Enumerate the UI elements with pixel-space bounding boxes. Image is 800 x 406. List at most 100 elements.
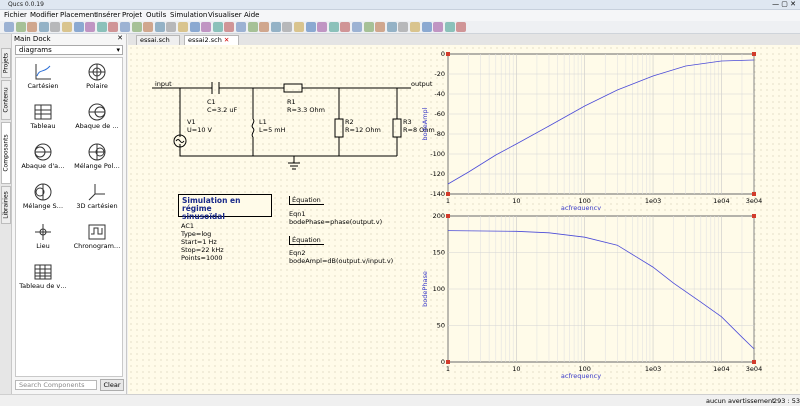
toolbar-button[interactable]: [50, 22, 61, 32]
resize-handle[interactable]: [446, 360, 450, 364]
tab-librairies[interactable]: Librairies: [1, 186, 11, 224]
toolbar-button[interactable]: [62, 22, 72, 32]
component-melange-polaire[interactable]: Mélange Pol…: [72, 140, 122, 178]
toolbar-button[interactable]: [38, 22, 49, 32]
toolbar-button[interactable]: [421, 22, 432, 32]
r1-value[interactable]: R=3.3 Ohm: [287, 106, 325, 114]
tab-composants[interactable]: Composants: [1, 122, 11, 184]
toolbar-button[interactable]: [236, 22, 246, 32]
resize-handle[interactable]: [752, 214, 756, 218]
component-lieu[interactable]: Lieu: [18, 220, 68, 258]
toolbar-button[interactable]: [456, 22, 467, 32]
clear-button[interactable]: Clear: [100, 379, 124, 391]
toolbar-button[interactable]: [166, 22, 177, 32]
menu-visualiser[interactable]: Visualiser: [208, 11, 242, 19]
category-select[interactable]: diagrams▾: [15, 45, 123, 55]
component-tableau[interactable]: Tableau: [18, 100, 68, 138]
port-label-output[interactable]: output: [411, 80, 433, 88]
toolbar-button[interactable]: [120, 22, 130, 32]
toolbar-button[interactable]: [224, 22, 235, 32]
toolbar-button[interactable]: [212, 22, 223, 32]
menu-fichier[interactable]: Fichier: [4, 11, 27, 19]
component-melange-smith[interactable]: Mélange S…: [18, 180, 68, 218]
resize-handle[interactable]: [446, 192, 450, 196]
close-icon[interactable]: ✕: [223, 36, 230, 44]
toolbar-button[interactable]: [317, 22, 328, 32]
toolbar-button[interactable]: [375, 22, 386, 32]
toolbar-button[interactable]: [294, 22, 304, 32]
toolbar-button[interactable]: [328, 22, 339, 32]
toolbar-button[interactable]: [4, 22, 14, 32]
menu-outils[interactable]: Outils: [146, 11, 167, 19]
toolbar-button[interactable]: [410, 22, 420, 32]
toolbar-button[interactable]: [270, 22, 281, 32]
window-controls[interactable]: — ▢ ✕: [772, 0, 796, 8]
toolbar-button[interactable]: [352, 22, 362, 32]
resize-handle[interactable]: [446, 214, 450, 218]
toolbar-button[interactable]: [143, 22, 154, 32]
menu-inserer[interactable]: Insérer: [96, 11, 121, 19]
toolbar-button[interactable]: [189, 22, 200, 32]
x-tick-label: 1e03: [645, 365, 661, 373]
toolbar-button[interactable]: [201, 22, 212, 32]
resize-handle[interactable]: [752, 192, 756, 196]
toolbar-button[interactable]: [398, 22, 409, 32]
c1-name[interactable]: C1: [207, 98, 216, 106]
toolbar-button[interactable]: [305, 22, 316, 32]
resize-handle[interactable]: [752, 360, 756, 364]
v1-value[interactable]: U=10 V: [187, 126, 212, 134]
equation1-header[interactable]: Équation: [289, 196, 324, 205]
tab-projets[interactable]: Projets: [1, 48, 11, 78]
toolbar-button[interactable]: [433, 22, 444, 32]
l1-name[interactable]: L1: [259, 118, 267, 126]
toolbar-button[interactable]: [15, 22, 26, 32]
search-components-input[interactable]: Search Components: [15, 380, 97, 390]
toolbar-button[interactable]: [73, 22, 84, 32]
toolbar-button[interactable]: [259, 22, 270, 32]
toolbar-button[interactable]: [282, 22, 293, 32]
toolbar-button[interactable]: [154, 22, 165, 32]
toolbar-button[interactable]: [386, 22, 397, 32]
dock-close-icon[interactable]: ✕: [117, 34, 123, 42]
resize-handle[interactable]: [446, 52, 450, 56]
toolbar-button[interactable]: [363, 22, 374, 32]
menu-modifier[interactable]: Modifier: [30, 11, 59, 19]
tab-essai2[interactable]: essai2.sch✕: [184, 35, 239, 45]
component-polaire[interactable]: Polaire: [72, 60, 122, 98]
r3-value[interactable]: R=8 Ohm: [403, 126, 435, 134]
c1-value[interactable]: C=3.2 uF: [207, 106, 238, 114]
toolbar-button[interactable]: [247, 22, 258, 32]
menu-simulation[interactable]: Simulation: [170, 11, 208, 19]
r2-name[interactable]: R2: [345, 118, 354, 126]
component-cartesien[interactable]: Cartésien: [18, 60, 68, 98]
toolbar-button[interactable]: [131, 22, 142, 32]
toolbar-button[interactable]: [108, 22, 119, 32]
r1-name[interactable]: R1: [287, 98, 296, 106]
component-chronogramme[interactable]: Chronogram…: [72, 220, 122, 258]
component-abaque-admittance[interactable]: Abaque d'a…: [18, 140, 68, 178]
resize-handle[interactable]: [752, 52, 756, 56]
menu-aide[interactable]: Aide: [244, 11, 260, 19]
r2-value[interactable]: R=12 Ohm: [345, 126, 381, 134]
l1-value[interactable]: L=5 mH: [259, 126, 286, 134]
v1-name[interactable]: V1: [187, 118, 196, 126]
toolbar-button[interactable]: [96, 22, 107, 32]
component-abaque-smith[interactable]: Abaque de …: [72, 100, 122, 138]
tab-essai[interactable]: essai.sch: [136, 35, 180, 45]
port-label-input[interactable]: input: [155, 80, 172, 88]
toolbar-button[interactable]: [85, 22, 96, 32]
menu-projet[interactable]: Projet: [122, 11, 143, 19]
r3-name[interactable]: R3: [403, 118, 412, 126]
menu-placement[interactable]: Placement: [60, 11, 97, 19]
toolbar-button[interactable]: [27, 22, 38, 32]
toolbar-button[interactable]: [444, 22, 455, 32]
equation2-header[interactable]: Équation: [289, 236, 324, 245]
toolbar-button[interactable]: [340, 22, 351, 32]
component-tableau-verite[interactable]: Tableau de v…: [18, 260, 68, 298]
toolbar-button[interactable]: [178, 22, 188, 32]
component-3d-cartesien[interactable]: 3D cartésien: [72, 180, 122, 218]
tab-contenu[interactable]: Contenu: [1, 80, 11, 120]
